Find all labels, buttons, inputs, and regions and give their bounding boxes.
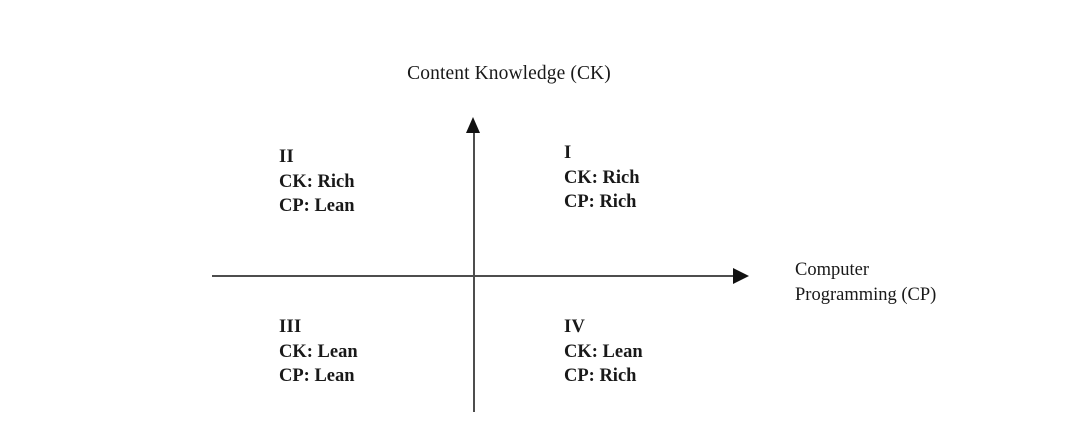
quadrant-i-cp: CP: Rich bbox=[564, 192, 637, 212]
quadrant-iii-ck: CK: Lean bbox=[279, 341, 358, 362]
y-axis-title: Content Knowledge (CK) bbox=[407, 63, 611, 84]
quadrant-ii-cp: CP: Lean bbox=[279, 196, 355, 216]
quadrant-iv-ck: CK: Lean bbox=[564, 341, 643, 362]
x-axis-title: Computer Programming (CP) bbox=[795, 258, 936, 308]
quadrant-ii: II CK: Rich CP: Lean bbox=[279, 145, 355, 219]
quadrant-iv-cp: CP: Rich bbox=[564, 366, 637, 386]
quadrant-iii: III CK: Lean CP: Lean bbox=[279, 315, 358, 389]
quadrant-i-numeral: I bbox=[564, 143, 572, 163]
quadrant-iv-numeral: IV bbox=[564, 317, 586, 337]
quadrant-i-ck: CK: Rich bbox=[564, 167, 640, 188]
y-axis-line bbox=[473, 131, 475, 412]
quadrant-iv: IV CK: Lean CP: Rich bbox=[564, 315, 643, 389]
up-arrow-icon bbox=[466, 117, 480, 133]
quadrant-ii-numeral: II bbox=[279, 147, 294, 167]
quadrant-iii-numeral: III bbox=[279, 317, 302, 337]
quadrant-ii-ck: CK: Rich bbox=[279, 171, 355, 192]
x-axis-title-line-2: Programming (CP) bbox=[795, 285, 937, 305]
right-arrow-icon bbox=[733, 268, 749, 284]
x-axis-line bbox=[212, 275, 737, 277]
quadrant-i: I CK: Rich CP: Rich bbox=[564, 141, 640, 215]
x-axis-title-line-1: Computer bbox=[795, 260, 869, 280]
quadrant-iii-cp: CP: Lean bbox=[279, 366, 355, 386]
